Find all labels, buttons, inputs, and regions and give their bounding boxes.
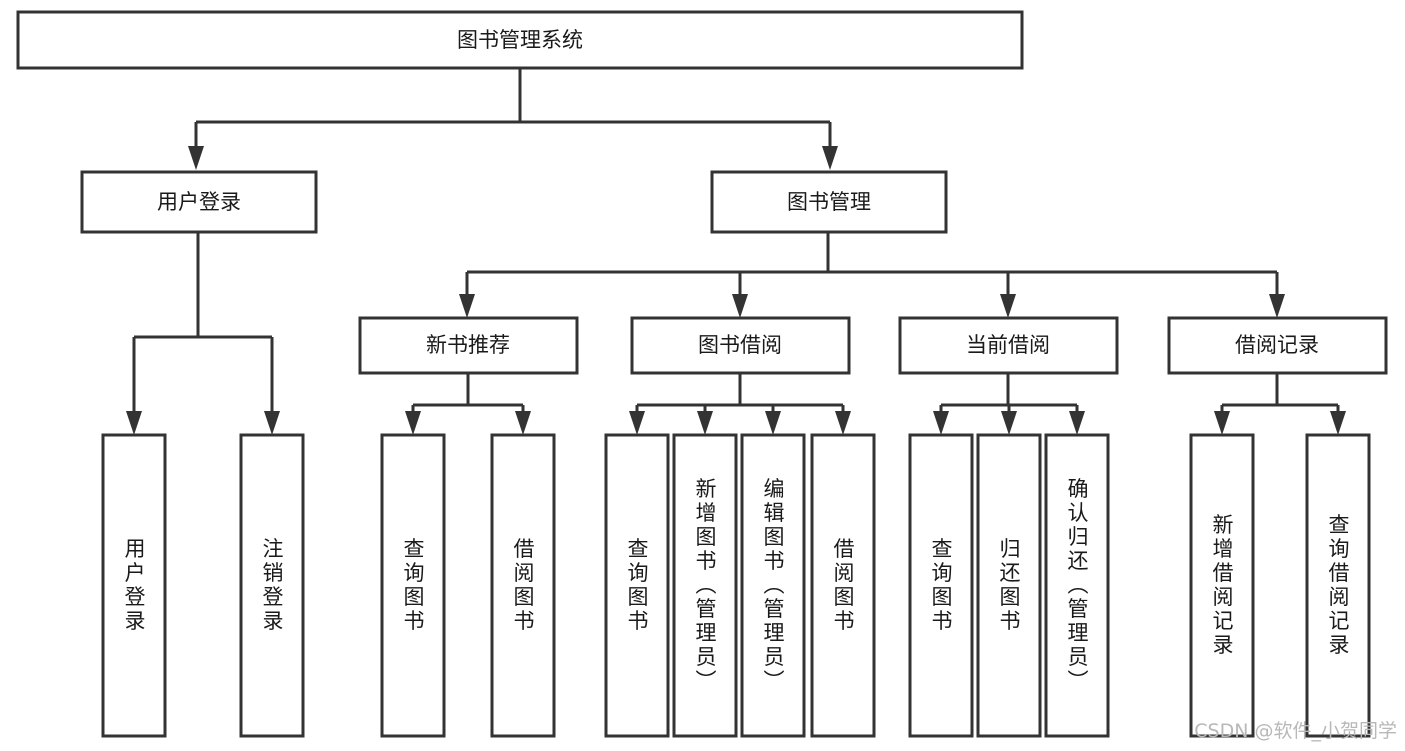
arrow-head-icon xyxy=(629,411,645,435)
node-new-book-recommend-label: 新书推荐 xyxy=(426,333,510,357)
node-leaf-query-record-label: 查询借阅记录 xyxy=(1326,514,1350,658)
node-leaf-borrow-book-1-label: 借阅图书 xyxy=(511,538,535,634)
arrow-head-icon xyxy=(933,411,949,435)
node-leaf-query-book-2[interactable]: 查询图书 xyxy=(604,433,670,738)
arrow-head-icon xyxy=(264,411,280,435)
node-leaf-query-book-3-label: 查询图书 xyxy=(929,538,953,634)
connector-newbook-to-leaves xyxy=(405,373,531,435)
node-leaf-add-book-label: 新增图书（管理员） xyxy=(693,478,717,694)
arrow-head-icon xyxy=(1330,411,1346,435)
node-leaf-user-logout[interactable]: 注销登录 xyxy=(239,433,305,738)
node-leaf-edit-book-label: 编辑图书（管理员） xyxy=(761,478,785,694)
node-leaf-query-book-1[interactable]: 查询图书 xyxy=(380,433,446,738)
connector-currentborrow-to-leaves xyxy=(933,373,1085,435)
node-leaf-query-book-2-label: 查询图书 xyxy=(625,538,649,634)
arrow-head-icon xyxy=(126,411,142,435)
node-leaf-query-book-3[interactable]: 查询图书 xyxy=(908,433,974,738)
node-leaf-query-book-1-label: 查询图书 xyxy=(401,538,425,634)
arrow-head-icon xyxy=(1069,411,1085,435)
arrow-head-icon xyxy=(765,411,781,435)
node-leaf-add-record-label: 新增借阅记录 xyxy=(1210,514,1234,658)
node-leaf-query-record[interactable]: 查询借阅记录 xyxy=(1305,433,1371,738)
arrow-head-icon xyxy=(732,294,748,318)
node-leaf-confirm-return[interactable]: 确认归还（管理员） xyxy=(1044,433,1110,738)
node-borrow-record-label: 借阅记录 xyxy=(1235,333,1319,357)
node-leaf-add-record[interactable]: 新增借阅记录 xyxy=(1189,433,1255,738)
connector-bookmanage-to-level3 xyxy=(459,232,1285,318)
connector-borrowrecord-to-leaves xyxy=(1214,373,1346,435)
node-user-login[interactable]: 用户登录 xyxy=(80,170,318,234)
node-new-book-recommend[interactable]: 新书推荐 xyxy=(358,316,579,375)
arrow-head-icon xyxy=(1269,294,1285,318)
arrow-head-icon xyxy=(1000,294,1016,318)
node-leaf-user-login[interactable]: 用户登录 xyxy=(101,433,167,738)
node-user-login-label: 用户登录 xyxy=(157,190,241,214)
node-leaf-borrow-book-2-label: 借阅图书 xyxy=(831,538,855,634)
arrow-head-icon xyxy=(1214,411,1230,435)
node-root[interactable]: 图书管理系统 xyxy=(16,10,1024,70)
connector-userlogin-to-leaves xyxy=(126,232,280,435)
node-leaf-borrow-book-2[interactable]: 借阅图书 xyxy=(810,433,876,738)
arrow-head-icon xyxy=(822,146,838,170)
node-leaf-user-login-label: 用户登录 xyxy=(122,538,146,634)
node-leaf-return-book-label: 归还图书 xyxy=(997,538,1021,634)
arrow-head-icon xyxy=(1001,411,1017,435)
arrow-head-icon xyxy=(459,294,475,318)
arrow-head-icon xyxy=(515,411,531,435)
node-leaf-add-book[interactable]: 新增图书（管理员） xyxy=(672,433,738,738)
node-leaf-user-logout-label: 注销登录 xyxy=(260,538,284,634)
node-book-borrow-label: 图书借阅 xyxy=(698,333,782,357)
node-leaf-confirm-return-label: 确认归还（管理员） xyxy=(1065,478,1089,694)
node-leaf-return-book[interactable]: 归还图书 xyxy=(976,433,1042,738)
arrow-head-icon xyxy=(697,411,713,435)
arrow-head-icon xyxy=(835,411,851,435)
node-leaf-edit-book[interactable]: 编辑图书（管理员） xyxy=(740,433,806,738)
node-leaf-borrow-book-1[interactable]: 借阅图书 xyxy=(490,433,556,738)
connector-root-to-level2 xyxy=(188,68,838,170)
node-current-borrow-label: 当前借阅 xyxy=(966,333,1050,357)
arrow-head-icon xyxy=(188,146,204,170)
node-book-manage-label: 图书管理 xyxy=(787,190,871,214)
node-root-label: 图书管理系统 xyxy=(457,28,583,52)
node-book-borrow[interactable]: 图书借阅 xyxy=(630,316,851,375)
connector-bookborrow-to-leaves xyxy=(629,373,851,435)
node-book-manage[interactable]: 图书管理 xyxy=(710,170,948,234)
node-current-borrow[interactable]: 当前借阅 xyxy=(898,316,1119,375)
arrow-head-icon xyxy=(405,411,421,435)
node-borrow-record[interactable]: 借阅记录 xyxy=(1167,316,1388,375)
